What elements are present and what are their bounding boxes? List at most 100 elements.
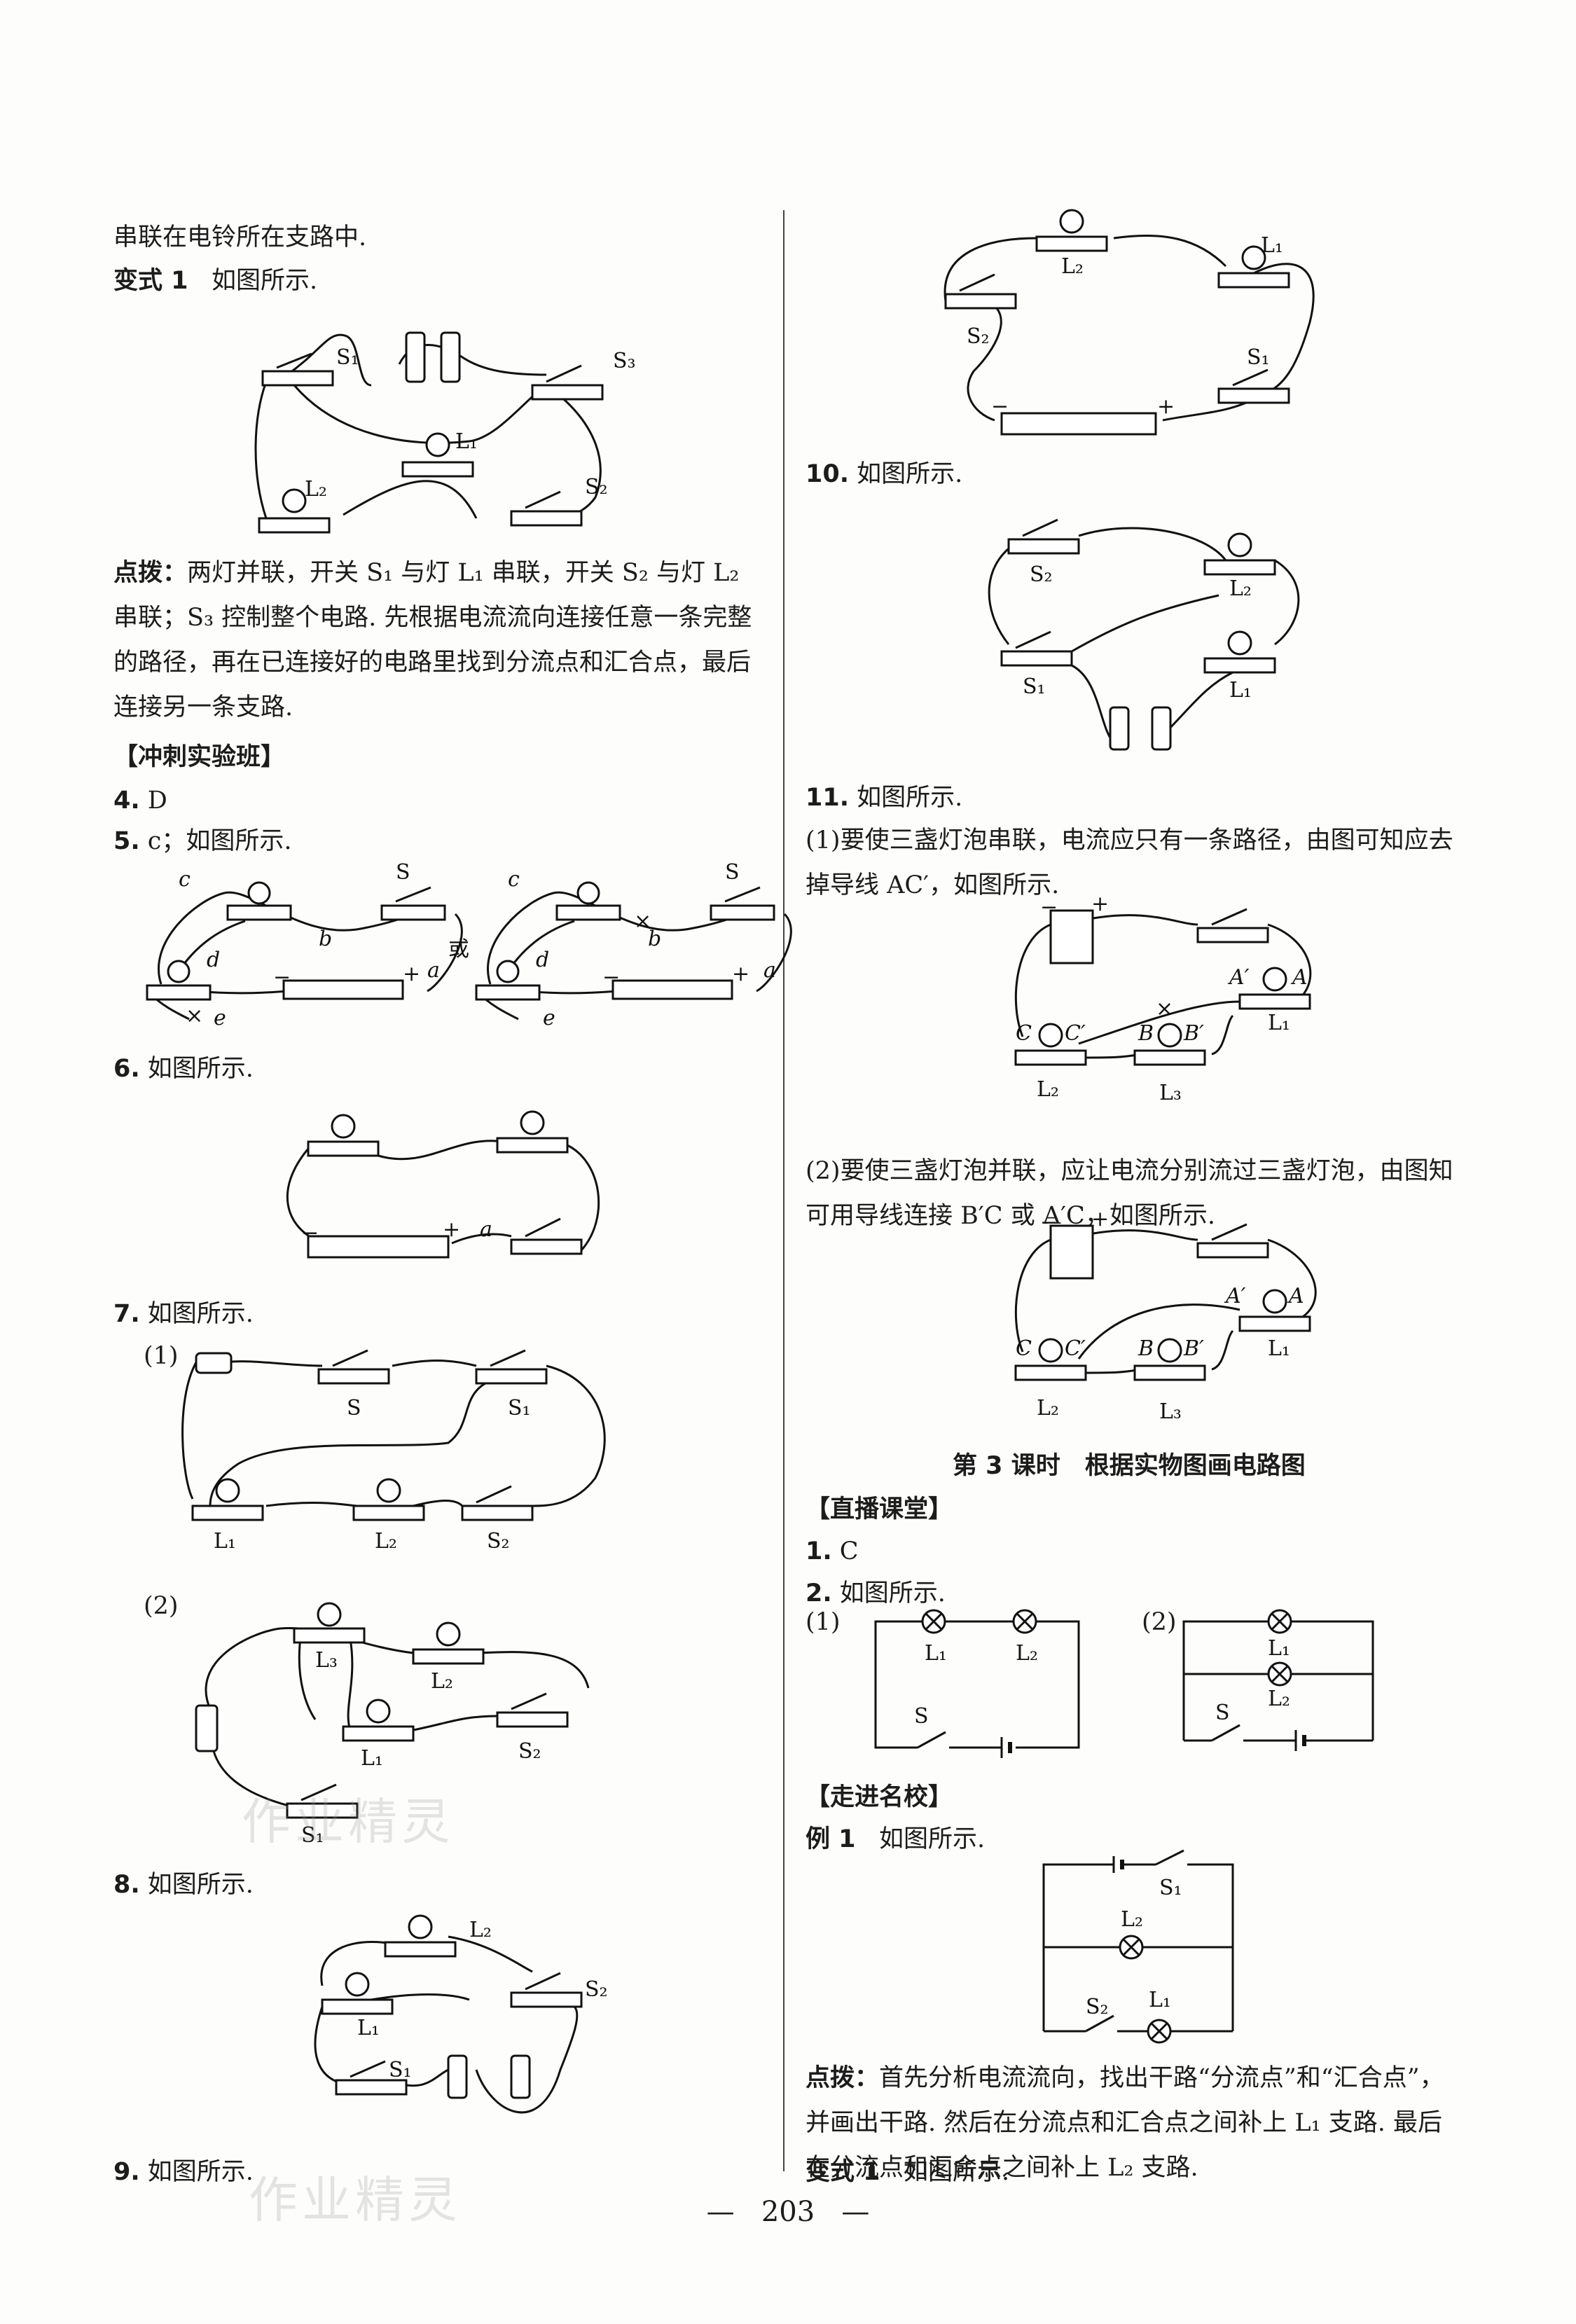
battery — [195, 1352, 233, 1374]
or-text: 或 — [448, 937, 469, 962]
bulb-icon — [366, 1699, 391, 1724]
battery-pack — [1000, 412, 1157, 436]
minus-sign: − — [602, 965, 620, 990]
circuit-figure-q11-1: − + × A′ A L₁ C C′ B B′ L₂ L₃ — [1014, 892, 1312, 1105]
q11-answer: 如图所示. — [857, 784, 963, 812]
battery — [440, 331, 461, 383]
label-c-prime: C′ — [1065, 1021, 1086, 1046]
label-s: S — [347, 1396, 361, 1420]
example-label: 例 1 — [806, 1825, 856, 1853]
bulb-icon — [436, 1621, 461, 1647]
switch-blade — [1211, 1724, 1240, 1742]
lamp-l1-base — [1238, 993, 1311, 1010]
q4: 4. D — [113, 779, 167, 822]
section-heading-live: 【直播课堂】 — [806, 1495, 953, 1523]
switch-lever — [300, 1783, 337, 1801]
label-d: d — [207, 948, 220, 972]
bulb-icon — [496, 960, 520, 983]
switch-lever — [525, 1217, 561, 1238]
minus-sign: − — [1040, 895, 1058, 920]
variant-text: 如图所示. — [903, 2158, 1010, 2186]
label-s1: S₁ — [1023, 675, 1046, 699]
label-s2: S₂ — [487, 1529, 510, 1554]
q2-number: 2. — [806, 1579, 832, 1607]
switch-lever — [332, 1349, 368, 1367]
circuit-figure-q6: − + a — [286, 1110, 600, 1259]
label-s2: S₂ — [585, 1977, 608, 2002]
switch-s1-lever — [276, 352, 312, 369]
label-s1: S₁ — [301, 1823, 324, 1848]
switch-s3-lever — [546, 364, 582, 383]
label-l2: L₂ — [305, 477, 327, 502]
switch-s1-base — [1217, 387, 1290, 404]
q2: 2. 如图所示. — [806, 1572, 946, 1615]
switch-s1-base — [1000, 650, 1073, 667]
lamp-base — [475, 984, 541, 1001]
circuit-figure-q7-2: L₃ L₂ L₁ S₂ S₁ — [195, 1602, 590, 1848]
example-text: 如图所示. — [878, 1825, 986, 1853]
bulb-icon — [167, 960, 191, 983]
tip2-text: 首先分析电流流向，找出干路“分流点”和“汇合点”，并画出干路. 然后在分流点和汇… — [806, 2064, 1444, 2182]
label-s: S — [914, 1704, 929, 1729]
battery — [405, 331, 426, 383]
switch-lever — [1211, 908, 1247, 926]
lamp-l2-base — [384, 1941, 457, 1958]
q11-part1: (1)要使三盏灯泡串联，电流应只有一条路径，由图可知应去掉导线 AC′，如图所示… — [806, 826, 1453, 899]
label-a: A — [1287, 1284, 1304, 1308]
switch-s-base — [317, 1368, 390, 1385]
bulb-icon — [376, 1478, 401, 1503]
label-l2: L₂ — [1016, 1641, 1038, 1666]
q8-answer: 如图所示. — [147, 1871, 254, 1899]
switch-lever — [350, 2060, 386, 2078]
q10-number: 10. — [806, 460, 850, 488]
label-s3: S₃ — [613, 349, 636, 373]
cross-mark: × — [634, 909, 651, 934]
lamp-l1-base — [342, 1725, 415, 1742]
battery — [447, 2054, 468, 2099]
battery-pack — [307, 1235, 450, 1259]
lamp-base — [146, 984, 212, 1001]
label-l2: L₂ — [375, 1529, 397, 1554]
plus-sign: + — [403, 962, 420, 986]
label-c-prime: C′ — [1065, 1336, 1086, 1361]
q2-part1-label: (1) — [806, 1608, 841, 1636]
lamp-l2-base — [1014, 1049, 1087, 1066]
bulb-icon — [1059, 209, 1084, 234]
label-l2: L₂ — [1061, 254, 1084, 279]
switch-s1-base — [261, 370, 334, 387]
switch-s1-base — [335, 2079, 408, 2096]
label-a: a — [427, 958, 440, 983]
bulb-icon — [425, 432, 450, 457]
q2-part2-label: (2) — [1142, 1608, 1177, 1636]
circuit-figure-q8: L₂ L₁ S₂ S₁ — [314, 1914, 608, 2114]
battery-block — [1049, 909, 1094, 964]
label-s: S — [396, 860, 410, 885]
q1: 1. C — [806, 1530, 859, 1573]
switch-s2-base — [1007, 538, 1080, 555]
label-s1: S₁ — [1247, 345, 1270, 370]
switch-base — [510, 1238, 583, 1255]
battery-pack — [282, 979, 404, 1000]
label-l1: L₁ — [1268, 1636, 1290, 1661]
lamp-l1-base — [191, 1505, 264, 1521]
circuit-figure-q7-1: S S₁ L₁ L₂ S₂ — [181, 1349, 606, 1554]
tip2-label: 点拨： — [806, 2064, 880, 2092]
label-a-prime: A′ — [1224, 1284, 1246, 1308]
label-l1: L₁ — [1268, 1011, 1290, 1035]
bulb-icon — [1157, 1338, 1182, 1363]
q5-number: 5. — [113, 827, 140, 855]
battery — [195, 1704, 219, 1752]
q1-number: 1. — [806, 1537, 832, 1565]
q10-answer: 如图所示. — [857, 460, 963, 488]
label-l2: L₂ — [469, 1918, 492, 1942]
q6-number: 6. — [113, 1055, 140, 1083]
lamp-l2-base — [1014, 1364, 1087, 1381]
tip2-paragraph: 点拨：首先分析电流流向，找出干路“分流点”和“汇合点”，并画出干路. 然后在分流… — [806, 2056, 1457, 2190]
label-l1: L₁ — [455, 429, 478, 454]
lamp-l2-base — [352, 1505, 425, 1521]
switch-s2-lever — [525, 490, 561, 509]
q6: 6. 如图所示. — [113, 1047, 254, 1091]
battery — [510, 2054, 531, 2099]
switch-blade — [917, 1731, 946, 1749]
text-line: 串联在电铃所在支路中. — [113, 223, 367, 251]
